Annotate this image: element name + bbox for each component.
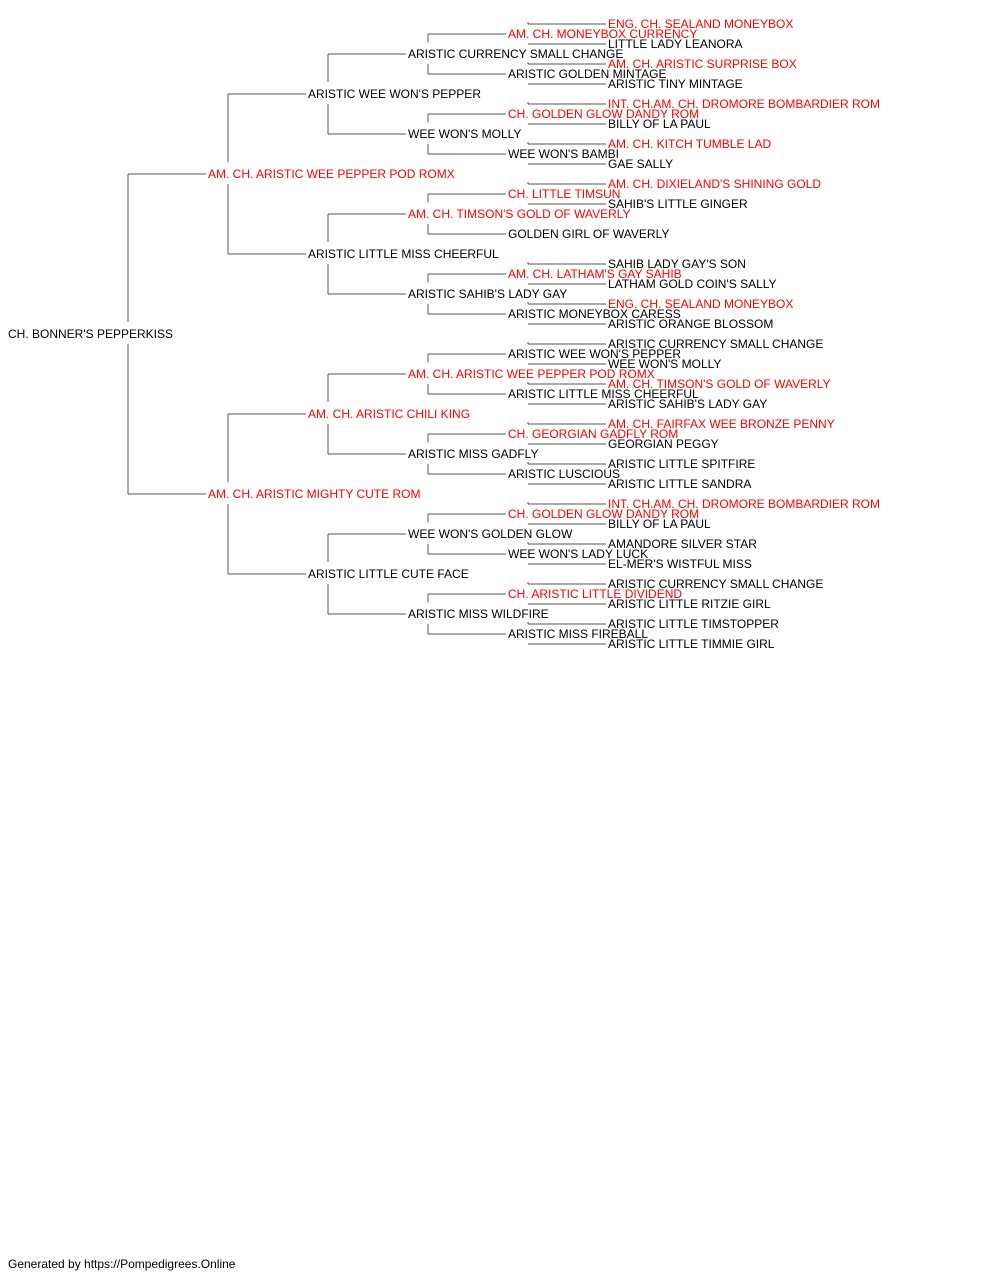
sire-gen4-name: AM. CH. LATHAM'S GAY SAHIB — [508, 267, 682, 281]
sire-gen4-name: CH. GOLDEN GLOW DANDY ROM — [508, 107, 699, 121]
dam-gen5-name: GAE SALLY — [608, 157, 673, 171]
dam-gen4-name: ARISTIC LUSCIOUS — [508, 467, 620, 481]
sire-gen4-name: CH. GOLDEN GLOW DANDY ROM — [508, 507, 699, 521]
dam-gen5-name: BILLY OF LA PAUL — [608, 117, 711, 131]
subject-dog-name: CH. BONNER'S PEPPERKISS — [8, 327, 173, 341]
dam-gen1-name: AM. CH. ARISTIC MIGHTY CUTE ROM — [208, 487, 420, 501]
dam-gen5-name: LITTLE LADY LEANORA — [608, 37, 743, 51]
dam-gen2-name: ARISTIC LITTLE CUTE FACE — [308, 567, 469, 581]
sire-gen1-name: AM. CH. ARISTIC WEE PEPPER POD ROMX — [208, 167, 455, 181]
sire-gen5-name: AM. CH. KITCH TUMBLE LAD — [608, 137, 771, 151]
sire-gen5-name: SAHIB LADY GAY'S SON — [608, 257, 746, 271]
sire-gen4-name: CH. LITTLE TIMSUN — [508, 187, 620, 201]
dam-gen4-name: ARISTIC GOLDEN MINTAGE — [508, 67, 666, 81]
dam-gen5-name: LATHAM GOLD COIN'S SALLY — [608, 277, 777, 291]
dam-gen4-name: WEE WON'S BAMBI — [508, 147, 619, 161]
sire-gen4-name: CH. ARISTIC LITTLE DIVIDEND — [508, 587, 682, 601]
dam-gen5-name: WEE WON'S MOLLY — [608, 357, 721, 371]
sire-gen3-name: AM. CH. TIMSON'S GOLD OF WAVERLY — [408, 207, 631, 221]
sire-gen5-name: AM. CH. FAIRFAX WEE BRONZE PENNY — [608, 417, 835, 431]
dam-gen5-name: ARISTIC TINY MINTAGE — [608, 77, 743, 91]
dam-gen5-name: ARISTIC ORANGE BLOSSOM — [608, 317, 773, 331]
sire-gen5-name: AM. CH. DIXIELAND'S SHINING GOLD — [608, 177, 821, 191]
sire-gen4-name: CH. GEORGIAN GADFLY ROM — [508, 427, 678, 441]
dam-gen3-name: ARISTIC SAHIB'S LADY GAY — [408, 287, 567, 301]
sire-gen3-name: WEE WON'S GOLDEN GLOW — [408, 527, 573, 541]
sire-gen5-name: ENG. CH. SEALAND MONEYBOX — [608, 297, 793, 311]
sire-gen3-name: ARISTIC CURRENCY SMALL CHANGE — [408, 47, 623, 61]
dam-gen3-name: ARISTIC MISS GADFLY — [408, 447, 538, 461]
sire-gen4-name: AM. CH. MONEYBOX CURRENCY — [508, 27, 697, 41]
footer-credit: Generated by https://Pompedigrees.Online — [8, 1257, 236, 1271]
sire-gen5-name: INT. CH.AM. CH. DROMORE BOMBARDIER ROM — [608, 97, 880, 111]
dam-gen4-name: GOLDEN GIRL OF WAVERLY — [508, 227, 669, 241]
dam-gen5-name: EL-MER'S WISTFUL MISS — [608, 557, 752, 571]
sire-gen5-name: ARISTIC CURRENCY SMALL CHANGE — [608, 337, 823, 351]
dam-gen3-name: ARISTIC MISS WILDFIRE — [408, 607, 549, 621]
sire-gen5-name: ARISTIC LITTLE TIMSTOPPER — [608, 617, 779, 631]
dam-gen5-name: ARISTIC LITTLE SANDRA — [608, 477, 751, 491]
sire-gen5-name: ENG. CH. SEALAND MONEYBOX — [608, 17, 793, 31]
sire-gen5-name: ARISTIC LITTLE SPITFIRE — [608, 457, 755, 471]
dam-gen5-name: ARISTIC SAHIB'S LADY GAY — [608, 397, 767, 411]
sire-gen5-name: INT. CH.AM. CH. DROMORE BOMBARDIER ROM — [608, 497, 880, 511]
dam-gen4-name: ARISTIC MISS FIREBALL — [508, 627, 648, 641]
dam-gen2-name: ARISTIC LITTLE MISS CHEERFUL — [308, 247, 499, 261]
sire-gen2-name: AM. CH. ARISTIC CHILI KING — [308, 407, 470, 421]
dam-gen4-name: ARISTIC LITTLE MISS CHEERFUL — [508, 387, 699, 401]
sire-gen5-name: ARISTIC CURRENCY SMALL CHANGE — [608, 577, 823, 591]
dam-gen5-name: BILLY OF LA PAUL — [608, 517, 711, 531]
dam-gen4-name: WEE WON'S LADY LUCK — [508, 547, 648, 561]
sire-gen5-name: AMANDORE SILVER STAR — [608, 537, 757, 551]
dam-gen5-name: ARISTIC LITTLE TIMMIE GIRL — [608, 637, 775, 651]
sire-gen4-name: ARISTIC WEE WON'S PEPPER — [508, 347, 681, 361]
dam-gen5-name: GEORGIAN PEGGY — [608, 437, 719, 451]
sire-gen3-name: AM. CH. ARISTIC WEE PEPPER POD ROMX — [408, 367, 655, 381]
dam-gen5-name: ARISTIC LITTLE RITZIE GIRL — [608, 597, 771, 611]
dam-gen5-name: SAHIB'S LITTLE GINGER — [608, 197, 748, 211]
sire-gen2-name: ARISTIC WEE WON'S PEPPER — [308, 87, 481, 101]
sire-gen5-name: AM. CH. ARISTIC SURPRISE BOX — [608, 57, 797, 71]
dam-gen4-name: ARISTIC MONEYBOX CARESS — [508, 307, 681, 321]
dam-gen3-name: WEE WON'S MOLLY — [408, 127, 521, 141]
sire-gen5-name: AM. CH. TIMSON'S GOLD OF WAVERLY — [608, 377, 831, 391]
